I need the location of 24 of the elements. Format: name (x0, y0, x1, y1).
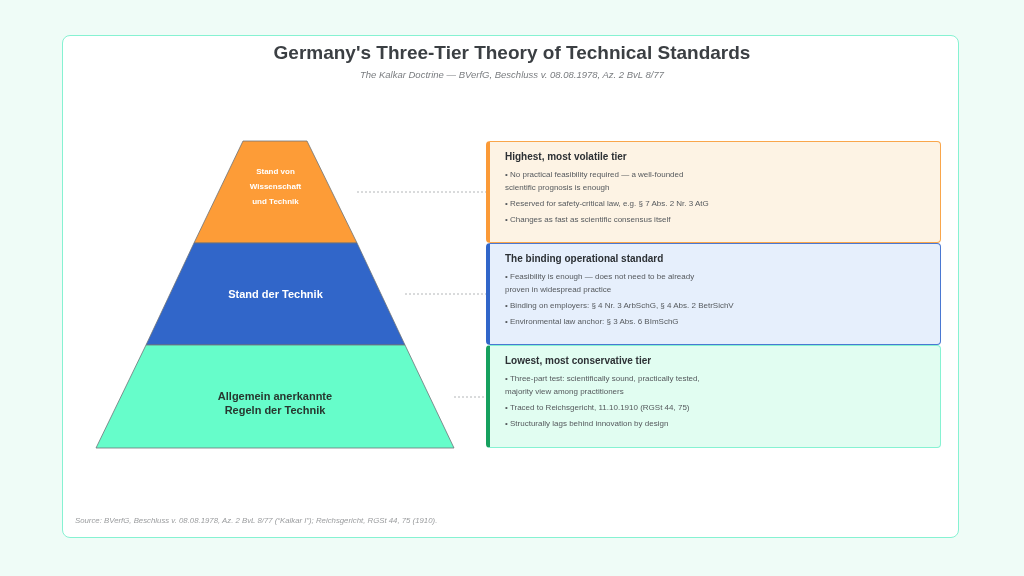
bullet-point: • Environmental law anchor: § 3 Abs. 6 BImSchG (505, 316, 679, 328)
bullet-point: • No practical feasibility required — a well-founded scientific prognosis is enough (505, 169, 685, 194)
tier-label: Stand von Wissenschaft und Technik (248, 165, 303, 208)
pyramid-tier (96, 345, 454, 448)
bullet-point: • Structurally lags behind innovation by design (505, 418, 669, 430)
pyramid-tier (194, 141, 357, 243)
info-panel (486, 345, 941, 448)
title: Germany's Three-Tier Theory of Technical Standards (273, 42, 751, 63)
bullet-point: • Reserved for safety-critical law, e.g. § 7 Abs. 2 Nr. 3 AtG (505, 198, 709, 210)
tier-label: Allgemein anerkannte Regeln der Technik (216, 389, 334, 417)
bullet-point: • Binding on employers: § 4 Nr. 3 ArbSchG, § 4 Abs. 2 BetrSichV (505, 300, 734, 312)
panel-heading: Highest, most volatile tier (505, 151, 627, 162)
info-panel (486, 141, 941, 243)
bullet-point: • Three-part test: scientifically sound, practically tested, majority view among practitioners (505, 373, 701, 398)
panel-heading: Lowest, most conservative tier (505, 355, 652, 366)
subtitle: The Kalkar Doctrine — BVerfG, Beschluss v. 08.08.1978, Az. 2 BvL 8/77 (359, 69, 665, 80)
bullet-point: • Feasibility is enough — does not need to be already proven in widespread practice (505, 271, 696, 296)
info-panel (486, 243, 941, 345)
bullet-point: • Traced to Reichsgericht, 11.10.1910 (RGSt 44, 75) (505, 402, 690, 414)
pyramid-tier (146, 243, 405, 345)
panel-heading: The binding operational standard (505, 253, 664, 264)
bullet-point: • Changes as fast as scientific consensus itself (505, 214, 671, 226)
tier-label: Stand der Technik (228, 287, 323, 301)
leader-line (453, 396, 487, 398)
